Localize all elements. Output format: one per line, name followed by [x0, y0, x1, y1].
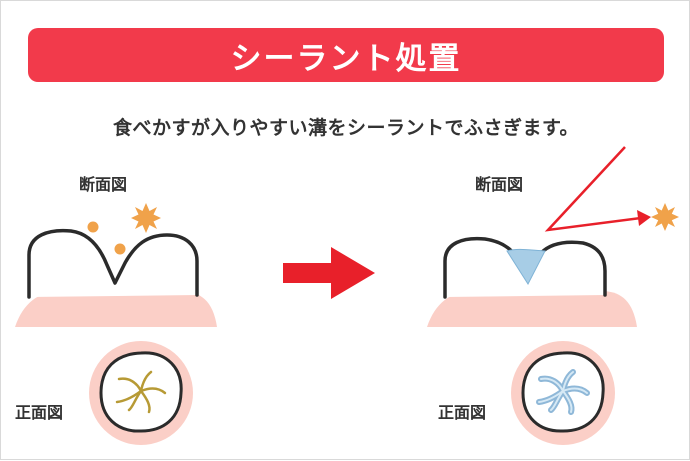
cross-section-label-after: 断面図	[475, 175, 524, 194]
page-title: シーラント処置	[230, 40, 462, 77]
tooth-front-before	[89, 341, 193, 445]
sealant-fill	[506, 248, 546, 286]
tooth-front-after	[511, 341, 615, 445]
sparkle-icon	[131, 203, 161, 233]
food-debris	[114, 243, 126, 255]
gum-before	[15, 291, 217, 327]
tooth-section-after	[427, 146, 679, 327]
gum-after	[427, 291, 637, 327]
tooth-crown-before	[27, 228, 199, 299]
title-banner: シーラント処置	[28, 28, 664, 82]
tooth-section-before	[15, 203, 217, 327]
food-debris	[87, 221, 99, 233]
front-view-label-after: 正面図	[438, 403, 487, 422]
sparkle-icon	[651, 203, 679, 231]
cross-section-label-before: 断面図	[79, 175, 128, 194]
sealed-groove-highlight	[538, 371, 588, 413]
front-view-label-before: 正面図	[15, 403, 64, 422]
right-arrow-icon	[283, 247, 375, 299]
tooth-groove	[115, 370, 167, 414]
subtitle: 食べかすが入りやすい溝をシーラントでふさぎます。	[112, 117, 580, 139]
pointer-arrow-icon	[544, 146, 651, 232]
